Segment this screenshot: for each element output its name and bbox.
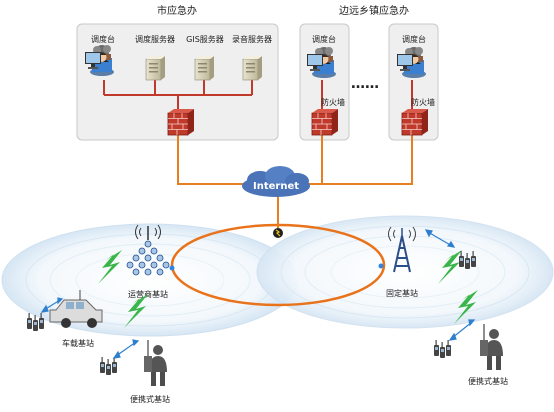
server-label-dispatch: 调度服务器 — [135, 34, 175, 44]
handheld-radio-group-4 — [434, 340, 451, 358]
handheld-radio-group-3 — [459, 251, 476, 269]
ring-node-icon — [273, 228, 283, 238]
remote-ellipsis: …… — [351, 76, 379, 92]
remote-firewall-label-1: 防火墙 — [321, 97, 345, 107]
dispatch-server-icon — [145, 55, 166, 81]
server-label-gis: GIS服务器 — [186, 34, 224, 44]
remote-lan-lines — [321, 80, 413, 113]
portable-station-label-left: 便携式基站 — [130, 394, 170, 404]
portable-station-person-right — [479, 323, 504, 371]
link-node-left — [169, 265, 175, 271]
city-firewall-icon — [167, 108, 195, 136]
city-center-title: 市应急办 — [157, 4, 197, 17]
remote-firewall-icon-1 — [311, 108, 339, 136]
gis-server-icon — [194, 55, 215, 81]
fixed-base-station-icon — [388, 226, 416, 273]
remote-firewall-icon-2 — [401, 108, 429, 136]
coverage-area-left — [1, 223, 299, 337]
handheld-radio-group-1 — [27, 313, 44, 331]
city-dispatch-label: 调度台 — [91, 34, 115, 44]
internet-cloud-icon — [242, 166, 310, 197]
portable-station-person-left — [143, 339, 168, 387]
remote-dispatch-label-1: 调度台 — [312, 34, 336, 44]
handheld-radio-group-2 — [100, 357, 117, 375]
remote-dispatch-label-2: 调度台 — [402, 34, 426, 44]
operator-station-label: 运营商基站 — [128, 289, 168, 299]
vehicle-base-station-icon — [49, 290, 103, 328]
fixed-station-label: 固定基站 — [386, 288, 418, 298]
recording-server-icon — [242, 55, 263, 81]
city-lan-lines — [103, 80, 253, 113]
server-label-recording: 录音服务器 — [232, 34, 272, 44]
internet-label: Internet — [253, 181, 299, 192]
link-node-right — [378, 263, 384, 269]
remote-town-title: 边远乡镇应急办 — [339, 4, 409, 17]
portable-station-label-right: 便携式基站 — [468, 376, 508, 386]
coverage-area-right — [256, 215, 554, 329]
operator-base-station-icon — [126, 224, 170, 276]
link-arrows — [40, 229, 476, 359]
remote-firewall-label-2: 防火墙 — [411, 97, 435, 107]
wan-lines — [177, 135, 413, 228]
vehicle-station-label: 车载基站 — [62, 338, 94, 348]
